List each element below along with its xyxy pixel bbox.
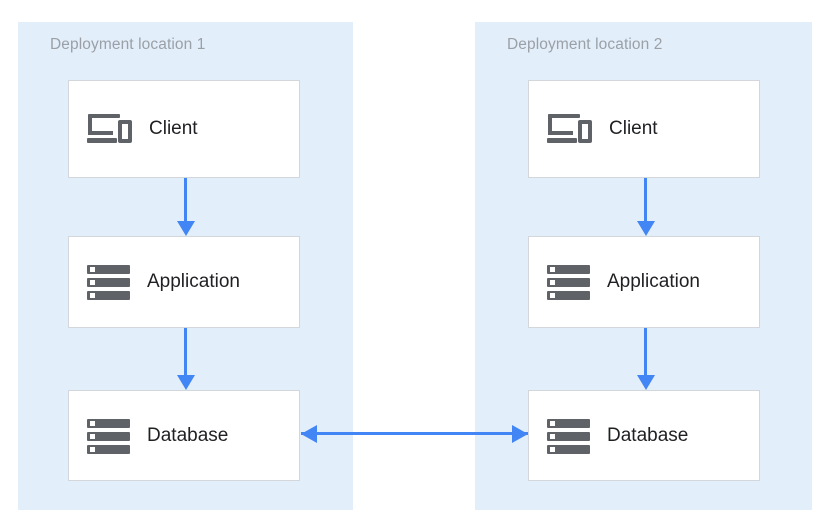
- node-client-2-label: Client: [609, 118, 658, 139]
- node-application-2-label: Application: [607, 271, 700, 292]
- arrow-client-2-to-application-2: [636, 178, 656, 236]
- node-database-2[interactable]: Database: [528, 390, 760, 481]
- server-stack-icon: [547, 262, 591, 302]
- node-client-1-label: Client: [149, 118, 198, 139]
- node-client-1[interactable]: Client: [68, 80, 300, 178]
- node-database-1[interactable]: Database: [68, 390, 300, 481]
- arrow-client-1-to-application-1: [176, 178, 196, 236]
- deployment-location-1-panel: Deployment location 1 Client Application: [18, 22, 353, 510]
- node-application-1-label: Application: [147, 271, 240, 292]
- server-stack-icon: [87, 262, 131, 302]
- server-stack-icon: [87, 416, 131, 456]
- client-devices-icon: [547, 109, 593, 149]
- node-application-2[interactable]: Application: [528, 236, 760, 328]
- node-database-2-label: Database: [607, 424, 689, 446]
- deployment-location-1-title: Deployment location 1: [50, 36, 206, 53]
- node-application-1[interactable]: Application: [68, 236, 300, 328]
- client-devices-icon: [87, 109, 133, 149]
- arrow-application-2-to-database-2: [636, 328, 656, 390]
- deployment-location-2-panel: Deployment location 2 Client Application: [475, 22, 812, 510]
- node-client-2[interactable]: Client: [528, 80, 760, 178]
- deployment-location-2-title: Deployment location 2: [507, 36, 663, 53]
- node-database-1-label: Database: [147, 424, 229, 446]
- server-stack-icon: [547, 416, 591, 456]
- arrow-database-1-to-database-2-bidirectional: [301, 423, 528, 445]
- arrow-application-1-to-database-1: [176, 328, 196, 390]
